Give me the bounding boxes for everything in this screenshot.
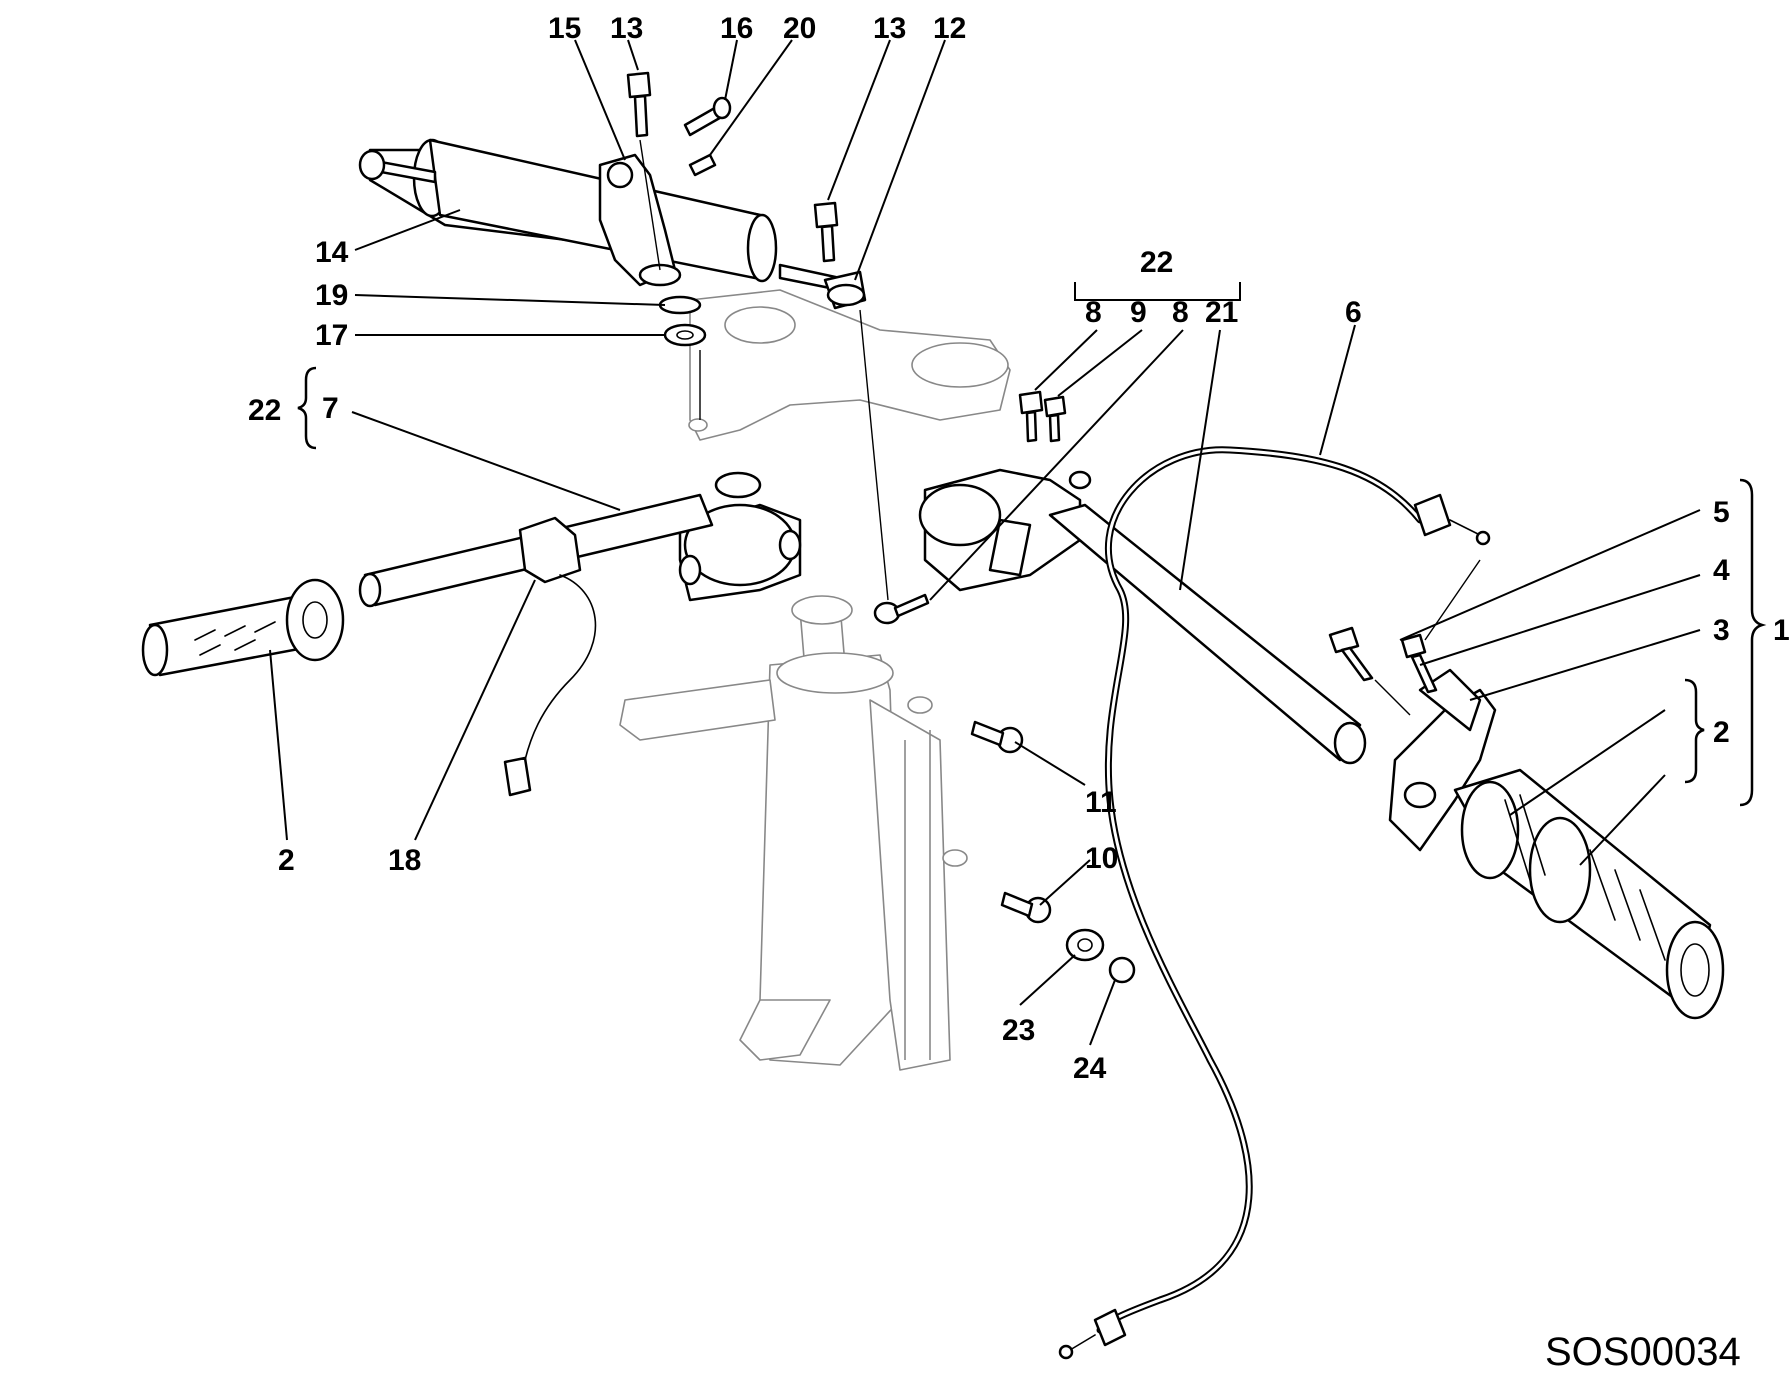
callout-13: 13: [610, 12, 643, 45]
callout-5: 5: [1713, 496, 1730, 529]
throttle-assembly: [1328, 626, 1725, 1020]
brace-group-22: [297, 366, 317, 450]
callout-labels: 15 13 16 20 13 12 14 19 17 22 7 22 8 9 8…: [248, 12, 1790, 1085]
callout-7: 7: [322, 392, 339, 425]
steering-damper: [358, 138, 867, 310]
callout-18: 18: [388, 844, 421, 877]
callout-3: 3: [1713, 614, 1730, 647]
callout-6: 6: [1345, 296, 1362, 329]
callout-21: 21: [1205, 296, 1238, 329]
callout-11: 11: [1085, 786, 1117, 819]
damper-fasteners: [626, 71, 839, 347]
callout-1: 1: [1773, 614, 1790, 647]
callout-10: 10: [1085, 842, 1118, 875]
callout-22: 22: [248, 394, 281, 427]
left-handlebar: [141, 471, 802, 797]
callout-23: 23: [1002, 1014, 1035, 1047]
callout-2: 2: [1713, 716, 1730, 749]
drawing-code: SOS00034: [1545, 1330, 1741, 1374]
callout-22: 22: [1140, 246, 1173, 279]
brace-group-2: [1684, 678, 1705, 784]
callout-19: 19: [315, 279, 348, 312]
callout-17: 17: [315, 319, 348, 352]
callout-24: 24: [1073, 1052, 1107, 1085]
fork-fasteners: [970, 720, 1136, 984]
callout-4: 4: [1713, 554, 1730, 587]
ghost-fork-assembly: [619, 289, 1011, 1071]
callout-14: 14: [315, 236, 349, 269]
throttle-cable: [1058, 446, 1491, 1360]
callout-12: 12: [933, 12, 966, 45]
brace-group-1: [1739, 478, 1767, 807]
callout-20: 20: [783, 12, 816, 45]
callout-8: 8: [1085, 296, 1102, 329]
right-handlebar: [873, 390, 1367, 765]
leader-lines: [269, 39, 1701, 1046]
callout-15: 15: [548, 12, 581, 45]
callout-16: 16: [720, 12, 753, 45]
callout-8: 8: [1172, 296, 1189, 329]
callout-9: 9: [1130, 296, 1147, 329]
callout-13: 13: [873, 12, 906, 45]
callout-2: 2: [278, 844, 295, 877]
